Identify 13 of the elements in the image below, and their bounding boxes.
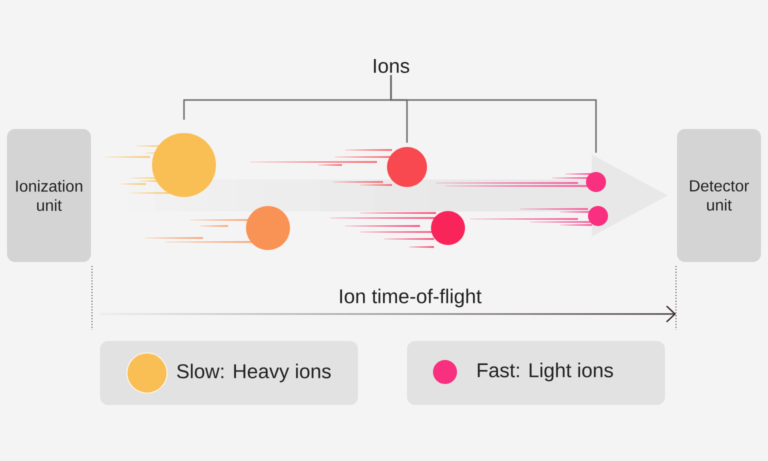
ion-circle bbox=[246, 206, 290, 250]
leader-line bbox=[390, 75, 597, 153]
ion-circle bbox=[152, 133, 216, 197]
ion-circle bbox=[588, 206, 608, 226]
dimension-label: Ion time-of-flight bbox=[340, 288, 482, 308]
ion-circle bbox=[586, 172, 606, 192]
ion-circle bbox=[387, 147, 427, 187]
unit-box: Ionization unit bbox=[7, 129, 91, 262]
legend-text: Fast: Light ions bbox=[478, 362, 613, 382]
group-label: Ions bbox=[374, 59, 410, 73]
legend-text: Slow: Heavy ions bbox=[177, 364, 331, 382]
ion-circle bbox=[431, 211, 465, 245]
unit-box: Detector unit bbox=[677, 129, 761, 262]
